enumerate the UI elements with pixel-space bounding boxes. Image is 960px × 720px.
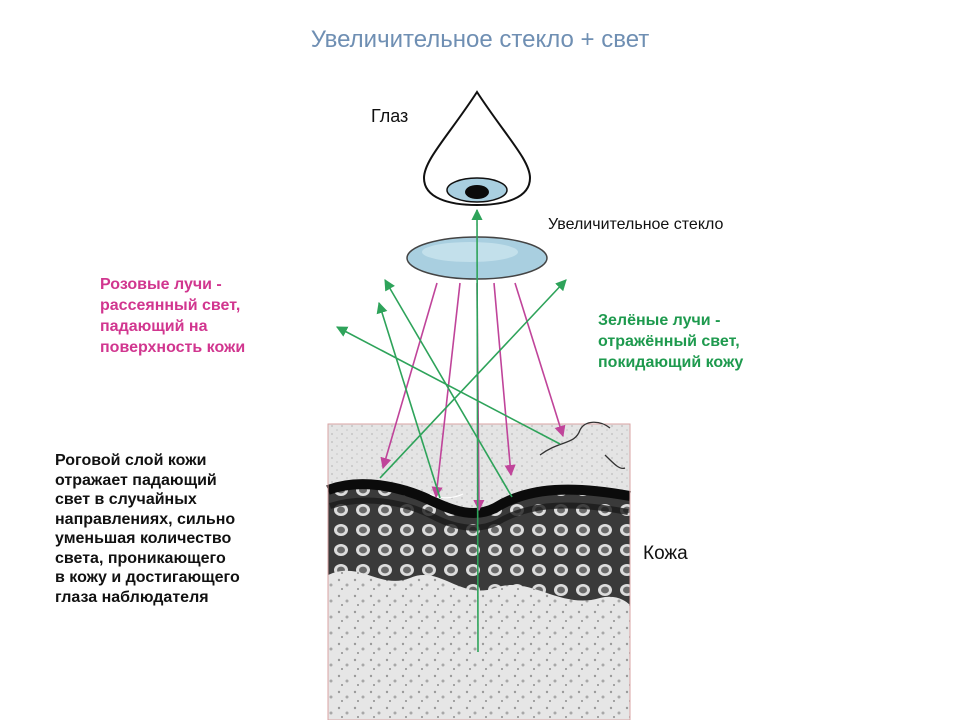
green-ray — [336, 326, 561, 445]
green-rays — [336, 208, 567, 653]
pink-rays-label: Розовые лучи - рассеянный свет, падающий… — [100, 276, 246, 356]
magnifier-label: Увеличительное стекло — [548, 216, 724, 233]
pink-ray — [380, 282, 438, 470]
eye-label: Глаз — [371, 106, 409, 126]
pink-ray — [431, 282, 461, 499]
page-title: Увеличительное стекло + свет — [310, 26, 650, 53]
green-ray — [379, 279, 567, 479]
green-ray — [376, 301, 441, 499]
eye-drop-icon — [422, 90, 532, 207]
skin-label: Кожа — [643, 543, 688, 564]
pink-ray — [493, 282, 516, 477]
stratum-description: Роговой слой кожи отражает падающий свет… — [55, 452, 240, 606]
green-ray — [471, 208, 483, 653]
green-ray — [384, 279, 513, 498]
green-rays-label: Зелёные лучи - отражённый свет, покидающ… — [598, 312, 744, 371]
pink-ray — [514, 282, 566, 438]
